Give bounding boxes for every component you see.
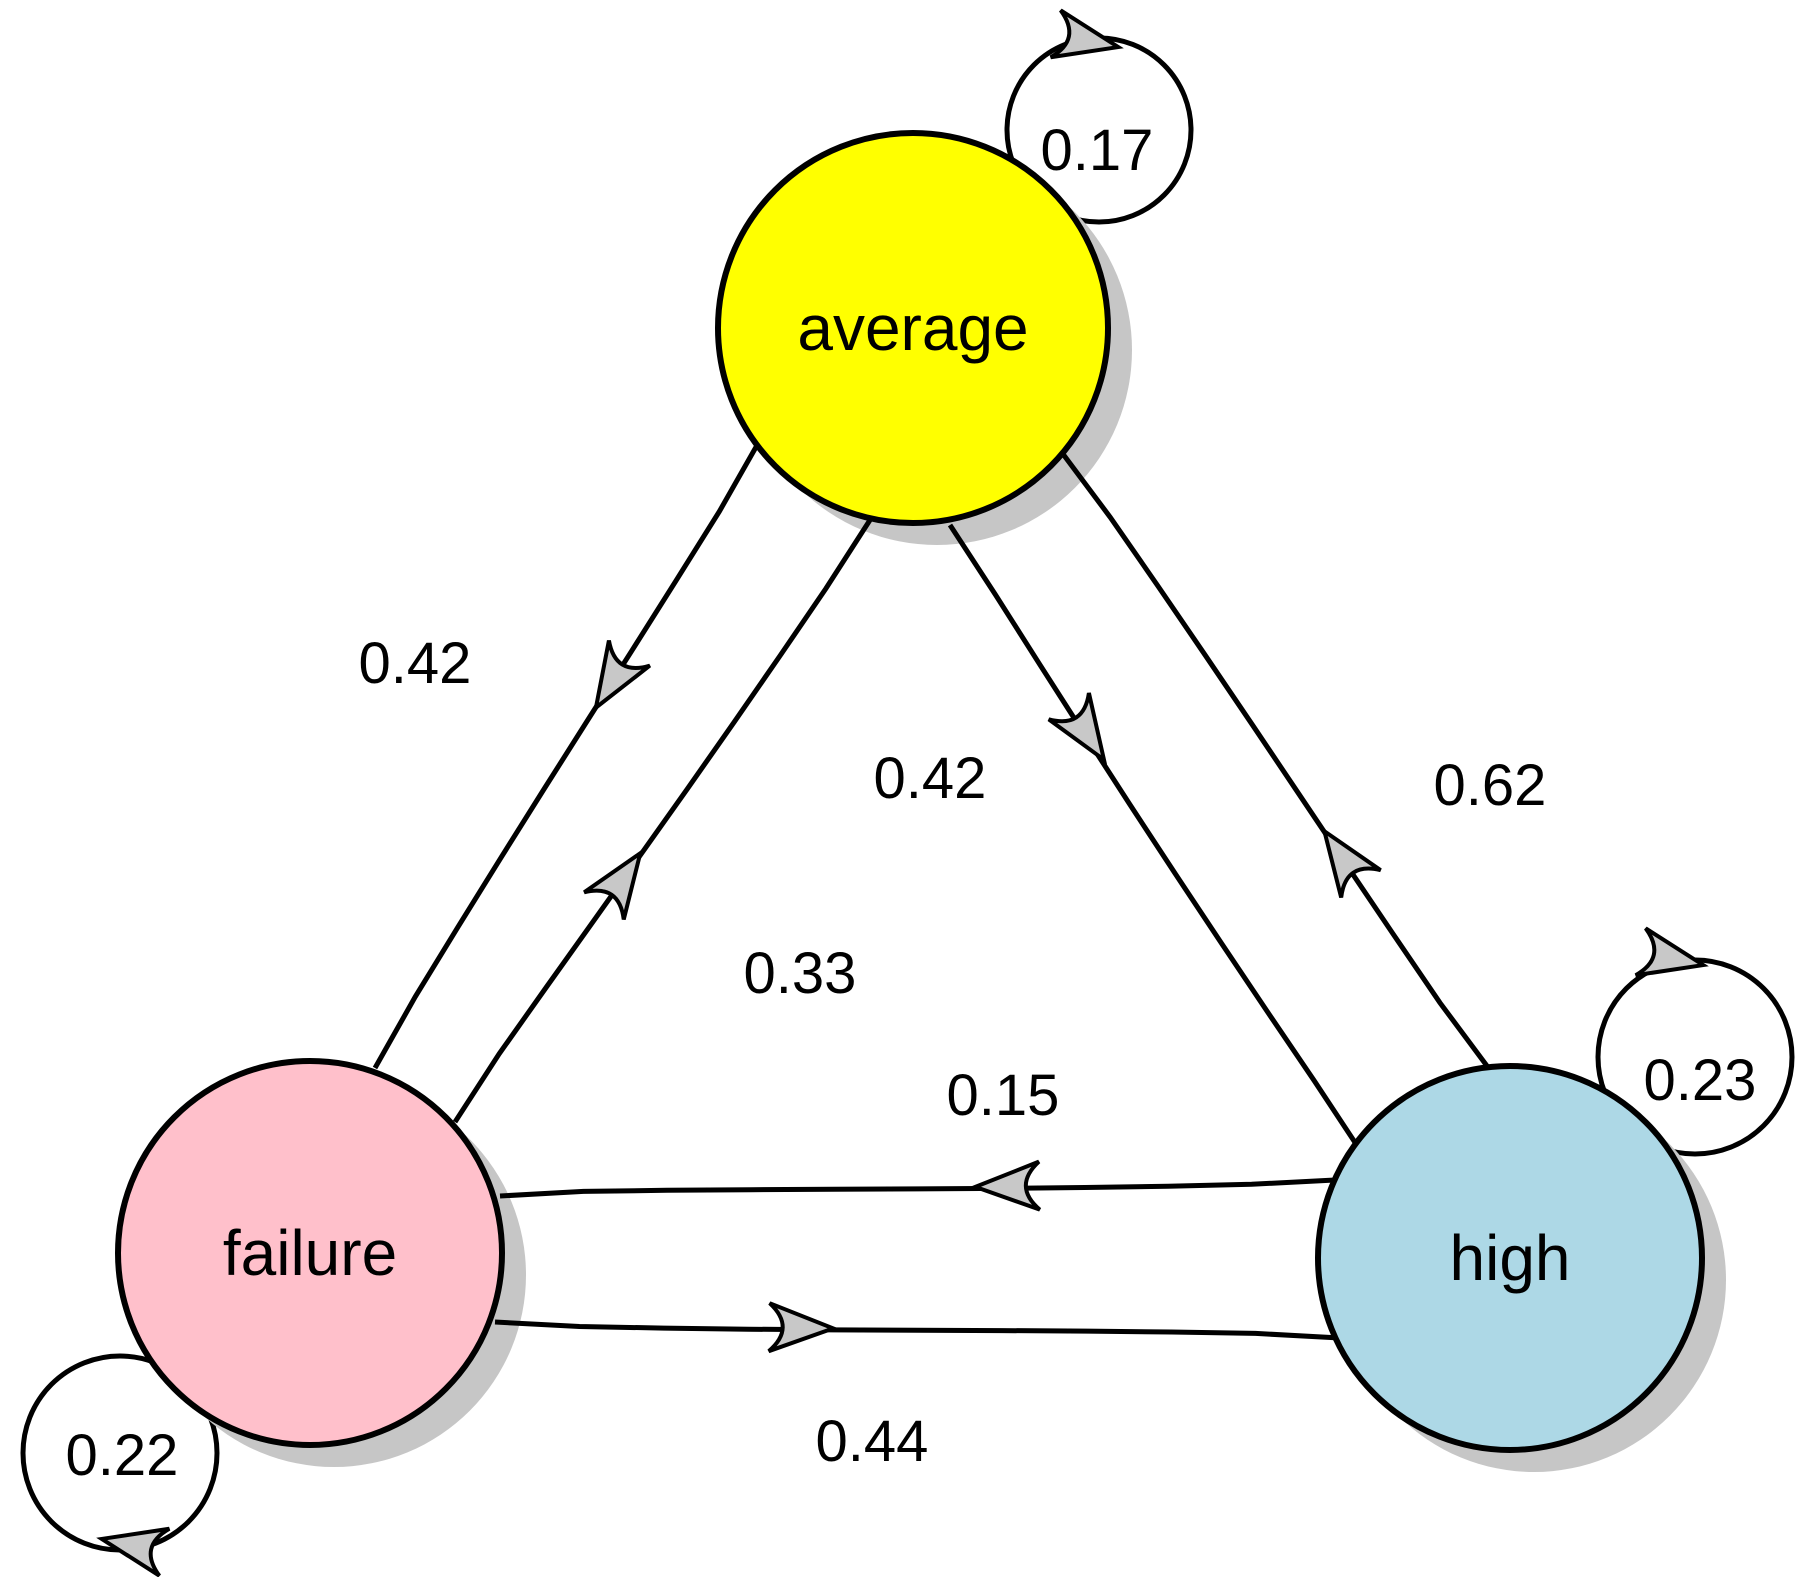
edge-label-high-average: 0.62	[1434, 753, 1547, 818]
edge-failure-average	[452, 518, 873, 1124]
edge-label-average-high: 0.42	[874, 746, 987, 811]
node-failure	[115, 1058, 505, 1448]
edge-label-high-failure: 0.15	[947, 1063, 1060, 1128]
edge-failure-high	[494, 1319, 1341, 1341]
arrowhead-high-failure	[969, 1159, 1042, 1212]
edge-label-average-failure: 0.42	[359, 631, 472, 696]
edge-average-failure	[372, 438, 763, 1070]
edge-average-high	[947, 523, 1363, 1152]
arrowhead-failure-average	[583, 848, 644, 921]
self-loop-label-high: 0.23	[1644, 1048, 1757, 1113]
arrowhead-average-high	[1047, 692, 1108, 765]
node-average	[715, 130, 1111, 526]
edge-high-average	[1057, 448, 1493, 1072]
self-loop-label-failure: 0.22	[66, 1423, 179, 1488]
node-label-high: high	[1450, 1222, 1571, 1294]
arrowhead-failure-high	[767, 1301, 839, 1354]
self-loop-label-average: 0.17	[1041, 118, 1154, 183]
edge-label-failure-average: 0.33	[744, 941, 857, 1006]
edge-label-failure-high: 0.44	[816, 1409, 929, 1474]
self-loop-arrow-average	[1049, 8, 1124, 60]
node-label-failure: failure	[223, 1217, 397, 1289]
arrowhead-average-failure	[592, 640, 652, 713]
self-loop-arrow-failure	[96, 1526, 171, 1577]
edge-high-failure	[499, 1177, 1336, 1199]
self-loop-arrow-high	[1634, 926, 1709, 978]
node-high	[1315, 1063, 1705, 1453]
arrowhead-high-average	[1321, 826, 1382, 899]
node-label-average: average	[797, 292, 1028, 364]
